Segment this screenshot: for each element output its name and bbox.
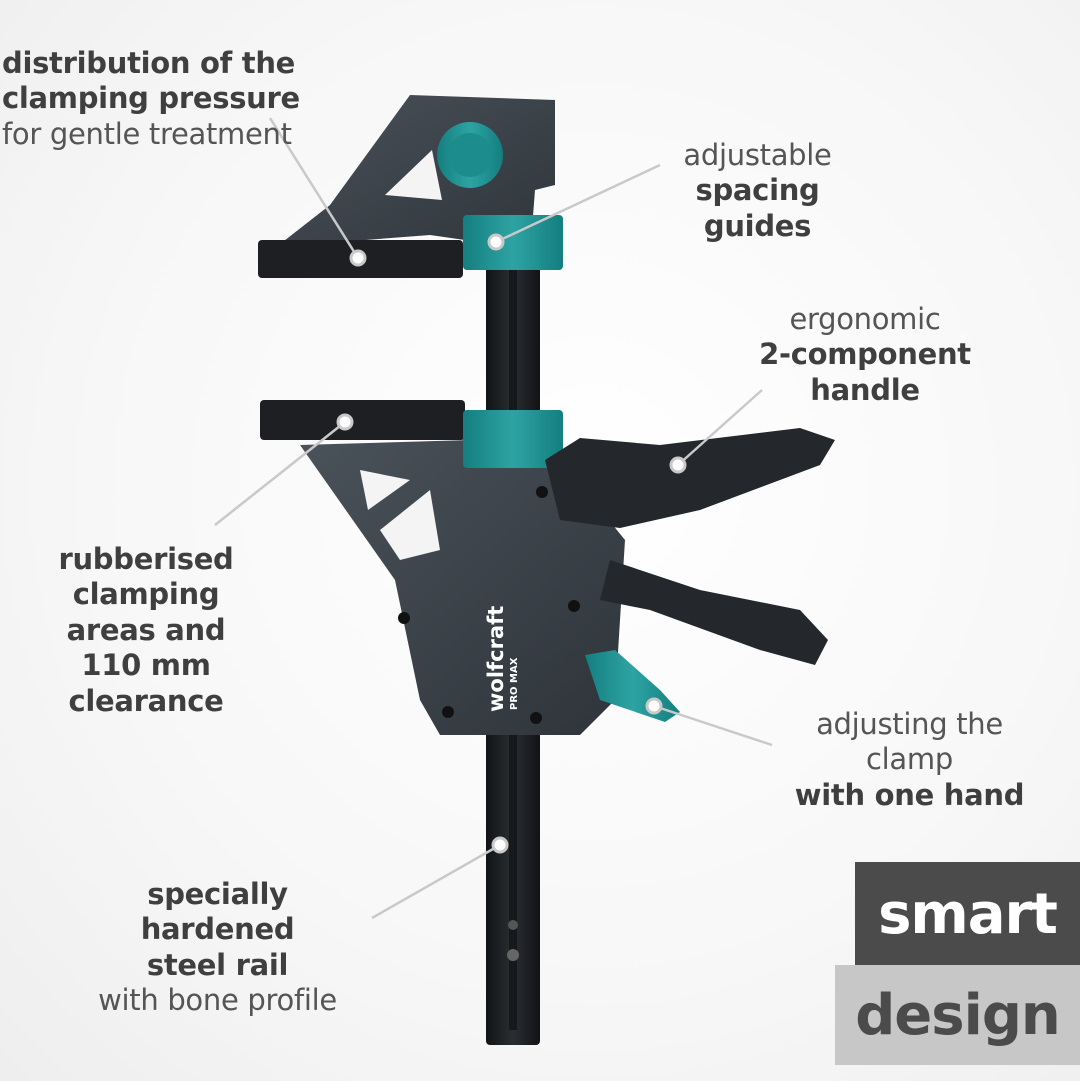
dot-spacing (487, 233, 505, 251)
leader-spacing (495, 163, 661, 244)
callout-one-hand-line1: adjusting the clamp (816, 707, 1003, 777)
leader-pressure (268, 117, 360, 259)
brand-logo: wolfcraft PRO MAX (484, 606, 520, 712)
callout-clamping-pressure: distribution of the clamping pressure fo… (2, 46, 300, 152)
badge-smart: smart (855, 862, 1080, 966)
callout-spacing-guides-line1: adjustable (683, 138, 832, 172)
upper-jaw (258, 95, 563, 278)
callout-ergonomic-handle-line2: 2-component handle (759, 337, 971, 407)
leader-handle (677, 389, 763, 466)
dot-rubber (336, 413, 354, 431)
callout-clamping-pressure-line3: for gentle treatment (2, 116, 292, 151)
dot-handle (669, 456, 687, 474)
badge-design: design (835, 965, 1080, 1065)
callout-steel-rail-line3: with bone profile (98, 983, 337, 1018)
callout-one-hand: adjusting the clamp with one hand (772, 707, 1047, 813)
callout-clamping-pressure-line2: clamping pressure (2, 81, 300, 116)
dot-pressure (349, 249, 367, 267)
callout-rubberised-areas-line2: areas and (66, 612, 226, 647)
callout-steel-rail: specially hardened steel rail with bone … (80, 877, 355, 1019)
callout-rubberised-areas: rubberised clamping areas and 110 mm cle… (0, 542, 292, 719)
brand-model-text: PRO MAX (509, 657, 520, 710)
lower-jaw-body (260, 400, 625, 735)
callout-ergonomic-handle-line1: ergonomic (789, 302, 941, 336)
callout-rubberised-areas-line3: 110 mm clearance (68, 648, 224, 718)
callout-one-hand-line2: with one hand (794, 777, 1025, 812)
leader-rubber (214, 421, 346, 526)
callout-rubberised-areas-line1: rubberised clamping (58, 542, 234, 612)
callout-steel-rail-line2: steel rail (146, 947, 289, 982)
dot-rail (491, 836, 509, 854)
callout-steel-rail-line1: specially hardened (140, 877, 295, 947)
dot-adjust (645, 697, 663, 715)
brand-logo-text: wolfcraft (484, 606, 508, 712)
leader-lines (214, 117, 773, 920)
leader-rail (371, 843, 501, 920)
callout-clamping-pressure-line1: distribution of the (2, 46, 296, 80)
callout-dots (336, 233, 687, 854)
leader-adjust (653, 704, 773, 747)
callout-ergonomic-handle: ergonomic 2-component handle (700, 302, 1030, 408)
callout-spacing-guides-line2: spacing guides (695, 173, 820, 243)
callout-spacing-guides: adjustable spacing guides (640, 138, 875, 244)
